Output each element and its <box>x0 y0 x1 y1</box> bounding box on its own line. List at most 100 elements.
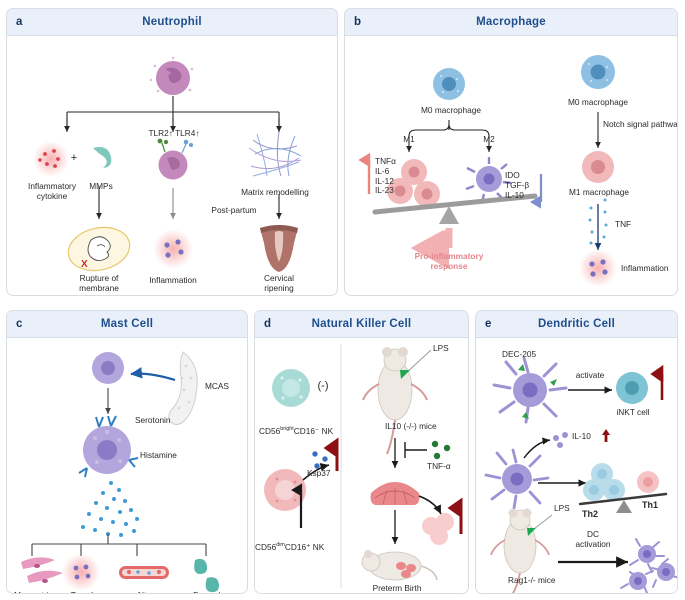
granule-spray-icon <box>81 481 139 537</box>
panel-dendritic-cell: e Dendritic Cell <box>475 310 678 594</box>
label-histamine: Histamine <box>140 450 177 460</box>
label-dec-205: DEC-205 <box>502 349 537 359</box>
label-mcas: MCAS <box>205 381 229 391</box>
panel-c-letter: c <box>16 318 23 330</box>
uterus-icon <box>370 482 420 505</box>
label-lps: LPS <box>433 343 449 353</box>
type-1-hypersensitivity-icon <box>62 553 100 591</box>
cd56-dim-suffix: CD16⁺ NK <box>284 541 325 552</box>
alter-microvascular-icon <box>119 566 169 579</box>
label-type-1-hypersensitivity: Type I hypersensitivity <box>47 590 117 593</box>
m0-macrophage-left-icon <box>433 68 465 100</box>
il10-up-arrow-icon <box>601 428 611 442</box>
label-plus: + <box>70 152 78 164</box>
panel-e-graphics <box>484 356 677 593</box>
label-th1: Th1 <box>642 500 659 510</box>
label-alter-microvascular: Alter microvascular <box>111 590 179 593</box>
panel-c-header: c Mast Cell <box>7 311 247 338</box>
panel-e-title: Dendritic Cell <box>538 318 615 330</box>
label-rupture-of-membrane: Rupture of membrane <box>79 273 119 293</box>
inflammation-icon <box>153 229 193 269</box>
label-tnf-alpha: TNF-α <box>427 461 451 471</box>
label-inflammatory-cytokine: Inflammatory cytokine <box>28 181 76 201</box>
label-inkt-cell: iNKT cell <box>616 407 650 417</box>
panel-neutrophil: a Neutrophil <box>6 8 338 296</box>
tnf-particles-icon <box>588 198 608 245</box>
label-preterm-birth: Preterm Birth <box>372 583 422 593</box>
label-dc-activation: DC activation <box>575 529 611 549</box>
panel-d-body: (-) CD56brightCD16⁻ NK Ksp37 CD56dimCD16… <box>255 338 468 593</box>
preterm-birth-mouse-icon <box>361 550 438 581</box>
mmp-icon <box>93 147 112 168</box>
svg-text:X: X <box>81 259 88 270</box>
mcas-arm-icon <box>168 351 198 426</box>
label-notch-signal-pathway: Notch signal pathway <box>603 119 678 129</box>
panel-d-title: Natural Killer Cell <box>311 318 412 330</box>
neutrophil-cell-icon <box>149 56 194 95</box>
label-th2: Th2 <box>582 509 599 519</box>
cd56-dim-prefix: CD56 <box>255 541 277 552</box>
panel-e-body: DEC-205 activate iNKT cell IL-10 Th2 Th1… <box>476 338 677 593</box>
inflammation-right-icon <box>579 249 617 287</box>
degrade-protein-icon <box>194 558 219 593</box>
myometrium-contraction-icon <box>21 557 63 583</box>
receptor-icon <box>78 415 139 478</box>
panel-b-header: b Macrophage <box>345 9 677 36</box>
panel-a-body: X Inflammatory cytokine + MMPs TLR2↑ TLR… <box>7 36 337 295</box>
cd56-dim-sup: dim <box>276 541 285 548</box>
panel-b-title: Macrophage <box>476 16 546 28</box>
cd56-bright-sup: bright <box>280 425 294 432</box>
m0-macrophage-right-icon <box>581 55 615 89</box>
label-cytokines-down: IDO TGF-β IL-10 <box>505 170 530 200</box>
label-pro-inflammatory-response: Pro-inflammatory response <box>414 251 484 271</box>
label-il-10: IL-10 <box>572 431 591 441</box>
panel-a-header: a Neutrophil <box>7 9 337 36</box>
cd56-bright-suffix: CD16⁻ NK <box>293 425 334 436</box>
m2-macrophage-icon <box>465 157 512 203</box>
panel-b-body: M0 macrophage M1 M2 TNFα IL-6 IL-12 IL-2… <box>345 36 678 295</box>
label-tnf: TNF <box>615 219 632 229</box>
dendritic-cell-1-icon <box>492 356 568 424</box>
panel-d-letter: d <box>264 318 272 330</box>
panel-d-header: d Natural Killer Cell <box>255 311 468 338</box>
inflammatory-cytokine-icon <box>33 141 69 177</box>
th2-cells-icon <box>583 463 625 501</box>
tnfa-particles-icon <box>431 440 451 460</box>
label-cd56-dim-nk: CD56dimCD16⁺ NK <box>255 532 347 552</box>
panel-c-body: MCAS Serotonin Histamine Myometrium cont… <box>7 338 247 593</box>
label-myometrium-contraction: Myometrium contraction <box>7 590 68 593</box>
cervical-ripening-icon <box>260 225 298 272</box>
label-mmps: MMPs <box>89 181 113 191</box>
tlr-neutrophil-icon <box>157 138 193 180</box>
m1-macrophage-right-icon <box>582 151 614 183</box>
label-inflammation-right: Inflammation <box>621 263 669 273</box>
label-m0-macrophage-right: M0 macrophage <box>568 97 628 107</box>
label-cervical-ripening: Cervical ripening <box>264 273 294 293</box>
label-cd56-bright-nk: CD56brightCD16⁻ NK <box>259 416 345 436</box>
m1-macrophage-icon <box>387 159 440 207</box>
mast-cell-icon <box>92 352 124 384</box>
panel-macrophage: b Macrophage <box>344 8 678 296</box>
inkt-cell-icon <box>616 372 648 404</box>
panel-b-graphics <box>358 55 617 287</box>
panel-b-letter: b <box>354 16 362 28</box>
degranulating-mast-cell-icon <box>78 415 139 478</box>
th1-cell-icon <box>637 471 659 493</box>
dendritic-cell-2-icon <box>484 448 550 510</box>
cd56-bright-prefix: CD56 <box>259 425 281 436</box>
label-serotonin: Serotonin <box>135 415 171 425</box>
label-negative: (-) <box>317 380 329 392</box>
rupture-of-membrane-icon: X <box>67 226 131 272</box>
activated-dc-cluster-icon <box>620 538 677 593</box>
label-m2: M2 <box>483 134 495 144</box>
panel-a-graphics: X <box>33 56 302 272</box>
label-activate: activate <box>575 370 605 380</box>
label-m1-macrophage: M1 macrophage <box>569 187 629 197</box>
dec205-marker-icon <box>518 364 557 419</box>
ksp37-particles-icon <box>312 451 328 469</box>
label-inflammation: Inflammation <box>149 275 197 285</box>
label-ksp37: Ksp37 <box>307 468 331 478</box>
label-rag1-mice: Rag1-/- mice <box>508 575 556 585</box>
il10-particles-icon <box>553 432 568 448</box>
label-m0-macrophage-left: M0 macrophage <box>421 105 481 115</box>
